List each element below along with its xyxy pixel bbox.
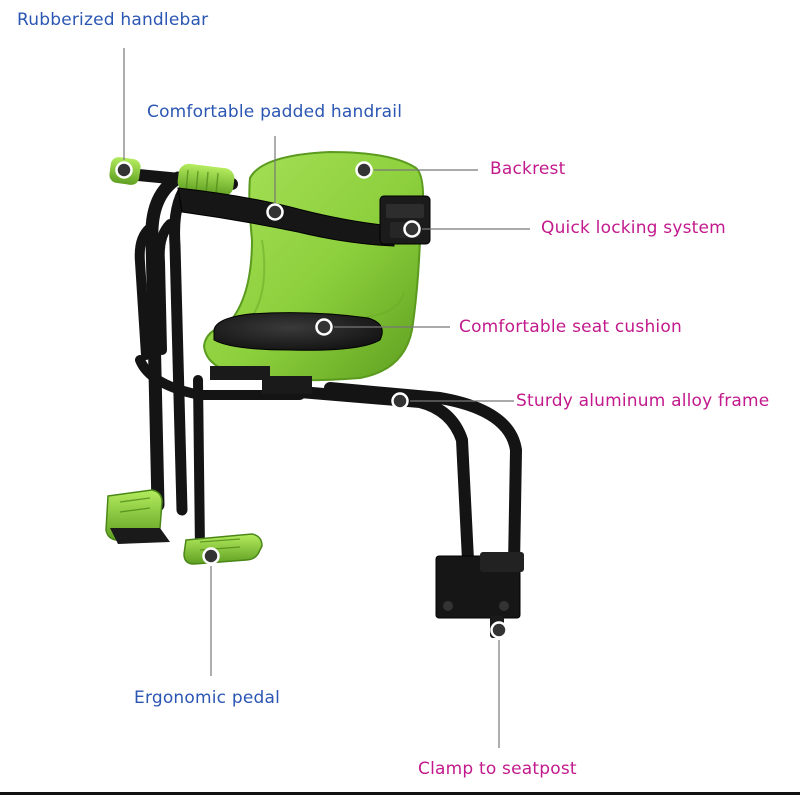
dot-frame [391, 392, 409, 410]
frame-rear [294, 382, 522, 571]
label-alloy-frame: Sturdy aluminum alloy frame [516, 391, 770, 411]
label-seatpost-clamp: Clamp to seatpost [418, 759, 577, 779]
callout-dots [115, 161, 508, 639]
dot-cushion [315, 318, 333, 336]
dot-clamp [490, 621, 508, 639]
bottom-divider [0, 792, 800, 795]
leader-lines [123, 48, 530, 748]
dot-locking [403, 220, 421, 238]
seat-base [210, 366, 312, 394]
label-rubberized-handlebar: Rubberized handlebar [17, 10, 209, 30]
dot-backrest [355, 161, 373, 179]
seatpost-clamp [435, 552, 524, 638]
label-ergonomic-pedal: Ergonomic pedal [134, 688, 281, 708]
dot-pedal [202, 547, 220, 565]
label-quick-locking-system: Quick locking system [541, 218, 726, 238]
label-seat-cushion: Comfortable seat cushion [459, 317, 682, 337]
label-padded-handrail: Comfortable padded handrail [147, 102, 403, 122]
seat-cushion [213, 312, 383, 351]
handlebar [109, 157, 238, 197]
label-backrest: Backrest [490, 159, 566, 179]
dot-handrail [266, 203, 284, 221]
lock-buckle [379, 195, 431, 245]
dot-handlebar [115, 161, 133, 179]
